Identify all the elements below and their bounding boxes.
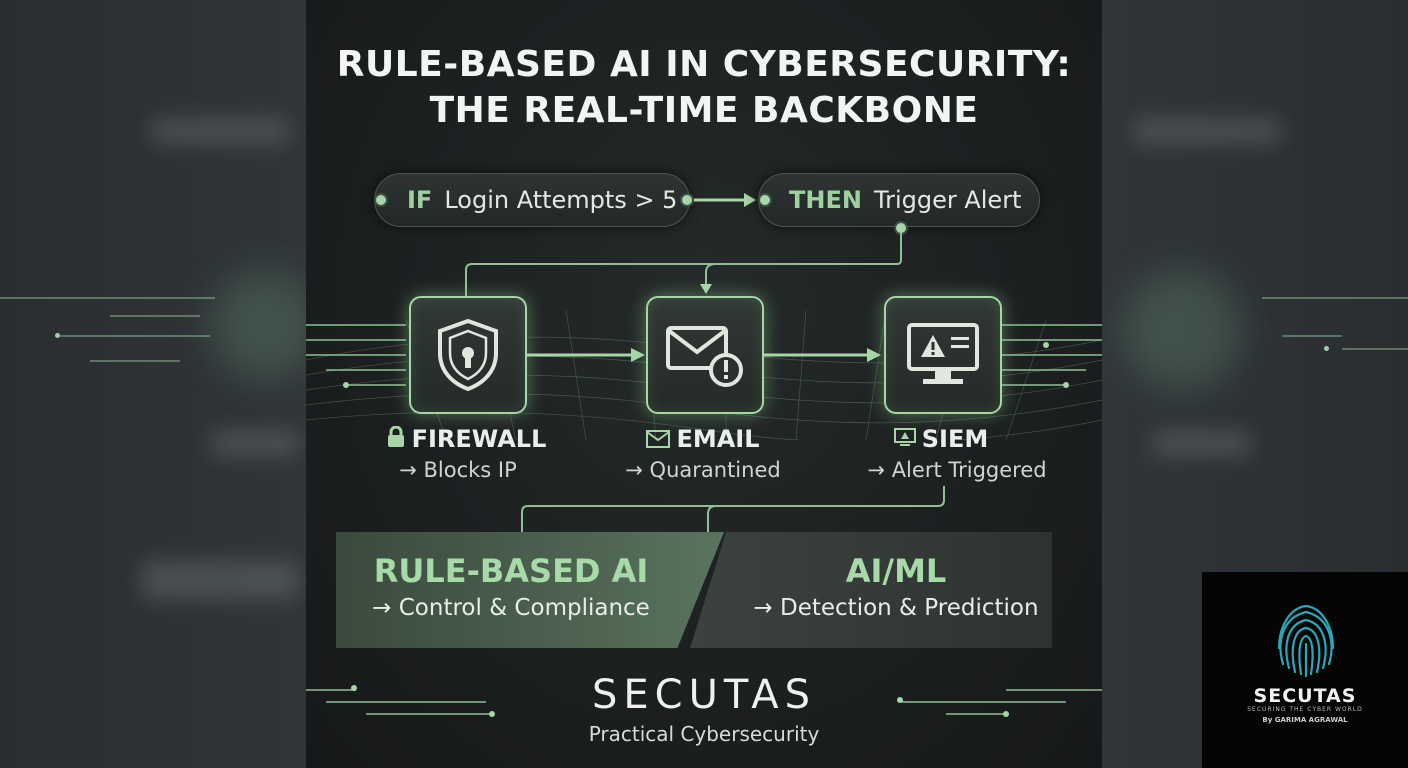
circuit-dot xyxy=(55,333,60,338)
logo-subtitle: SECURING THE CYBER WORLD xyxy=(1247,706,1363,713)
circuit-line xyxy=(110,315,200,317)
blurred-text xyxy=(1152,430,1252,456)
blurred-text xyxy=(1132,118,1282,144)
infographic-panel: RULE-BASED AI IN CYBERSECURITY: THE REAL… xyxy=(306,0,1102,768)
trigger-wires xyxy=(465,232,902,298)
email-node xyxy=(646,296,764,414)
then-keyword: THEN xyxy=(789,186,862,214)
circuit-line xyxy=(60,335,210,337)
if-condition: Login Attempts > 5 xyxy=(444,186,678,214)
blurred-node xyxy=(1122,270,1242,390)
circuit-line xyxy=(1342,348,1408,350)
siem-result: → Alert Triggered xyxy=(867,458,1047,482)
circuit-line xyxy=(1282,335,1342,337)
page-title-line-1: RULE-BASED AI IN CYBERSECURITY: xyxy=(336,44,1072,85)
firewall-label: FIREWALL xyxy=(351,425,581,454)
logo-byline: By GARIMA AGRAWAL xyxy=(1262,716,1348,724)
connector-dot xyxy=(758,193,772,207)
blurred-text xyxy=(210,430,300,456)
circuit-lines xyxy=(306,324,1102,388)
brand-name: SECUTAS xyxy=(592,672,816,718)
email-label: EMAIL xyxy=(588,425,818,454)
firewall-node xyxy=(409,296,527,414)
ai-ml-subtitle: → Detection & Prediction xyxy=(753,595,1039,621)
bottom-circuit-lines xyxy=(306,685,1102,717)
then-action: Trigger Alert xyxy=(873,186,1022,214)
siem-node xyxy=(884,296,1002,414)
envelope-icon xyxy=(646,426,671,454)
rule-arrow xyxy=(694,193,756,207)
page-title-line-2: THE REAL-TIME BACKBONE xyxy=(429,90,979,131)
connector-dot xyxy=(374,193,388,207)
circuit-dot xyxy=(1324,346,1329,351)
logo-name: SECUTAS xyxy=(1253,685,1357,707)
monitor-icon xyxy=(893,426,916,454)
ai-ml-title: AI/ML xyxy=(845,552,947,590)
flow-arrows xyxy=(525,348,881,362)
left-backdrop xyxy=(0,0,306,768)
then-action-pill: THEN Trigger Alert xyxy=(758,173,1040,227)
secutas-logo: SECUTAS SECURING THE CYBER WORLD By GARI… xyxy=(1202,572,1408,768)
rule-based-banner xyxy=(336,532,724,648)
padlock-icon xyxy=(386,425,406,454)
ai-ml-banner xyxy=(690,532,1052,648)
blurred-node xyxy=(210,270,306,380)
email-result: → Quarantined xyxy=(625,458,781,482)
circuit-line xyxy=(0,297,215,299)
rule-based-title: RULE-BASED AI xyxy=(373,552,649,590)
blurred-text xyxy=(140,560,300,600)
rule-based-subtitle: → Control & Compliance xyxy=(372,595,650,621)
if-condition-pill: IF Login Attempts > 5 xyxy=(374,173,690,227)
blurred-text xyxy=(150,118,290,144)
circuit-line xyxy=(1262,297,1408,299)
connector-dot xyxy=(680,193,694,207)
fingerprint-icon xyxy=(1277,604,1335,678)
firewall-result: → Blocks IP xyxy=(399,458,517,482)
shield-lock-icon xyxy=(438,318,498,392)
brand-tagline: Practical Cybersecurity xyxy=(588,722,820,746)
banner-connector xyxy=(521,486,945,532)
circuit-line xyxy=(90,360,180,362)
siem-label: SIEM xyxy=(826,425,1056,454)
monitor-warning-icon xyxy=(907,323,979,384)
envelope-alert-icon xyxy=(666,326,743,387)
if-keyword: IF xyxy=(407,186,433,214)
